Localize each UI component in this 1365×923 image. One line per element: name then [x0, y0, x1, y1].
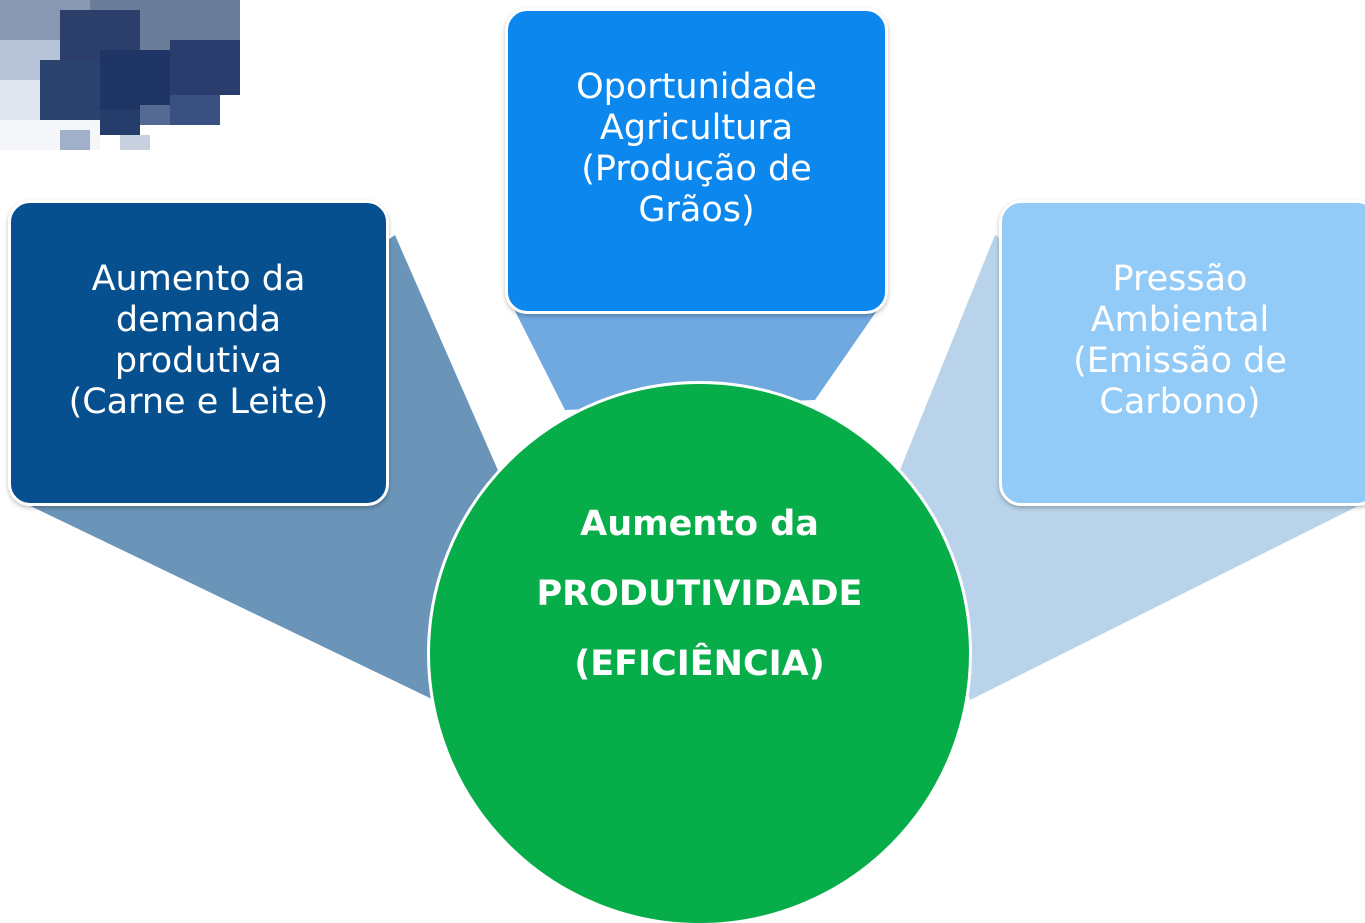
box-environmental-pressure-text: Pressão Ambiental (Emissão de Carbono): [1073, 259, 1287, 423]
box-text-line: Ambiental: [1090, 300, 1270, 340]
box-text-line: (Emissão de: [1073, 341, 1287, 381]
pixelated-photo-icon: [0, 0, 240, 150]
box-text-line: (Produção de: [581, 149, 812, 189]
box-demand-increase-text: Aumento da demanda produtiva (Carne e Le…: [69, 259, 329, 423]
center-text-line: PRODUTIVIDADE: [536, 573, 863, 614]
center-text-line: Aumento da: [580, 503, 819, 544]
box-text-line: Grãos): [638, 190, 755, 230]
center-productivity-circle: Aumento da PRODUTIVIDADE (EFICIÊNCIA): [427, 381, 972, 923]
box-agriculture-opportunity-text: Oportunidade Agricultura (Produção de Gr…: [576, 67, 817, 231]
box-text-line: Aumento da: [91, 259, 306, 299]
box-agriculture-opportunity: Oportunidade Agricultura (Produção de Gr…: [505, 8, 888, 314]
box-text-line: Agricultura: [599, 108, 794, 148]
box-text-line: Pressão: [1112, 259, 1248, 299]
box-demand-increase: Aumento da demanda produtiva (Carne e Le…: [8, 200, 389, 506]
box-text-line: demanda: [115, 300, 282, 340]
center-circle-text: Aumento da PRODUTIVIDADE (EFICIÊNCIA): [537, 489, 863, 699]
box-environmental-pressure: Pressão Ambiental (Emissão de Carbono): [999, 200, 1365, 506]
center-text-line: (EFICIÊNCIA): [574, 643, 825, 684]
box-text-line: Carbono): [1099, 382, 1261, 422]
connector-top: [514, 309, 878, 410]
box-text-line: produtiva: [114, 341, 283, 381]
box-text-line: Oportunidade: [576, 67, 817, 107]
box-text-line: (Carne e Leite): [68, 382, 329, 422]
